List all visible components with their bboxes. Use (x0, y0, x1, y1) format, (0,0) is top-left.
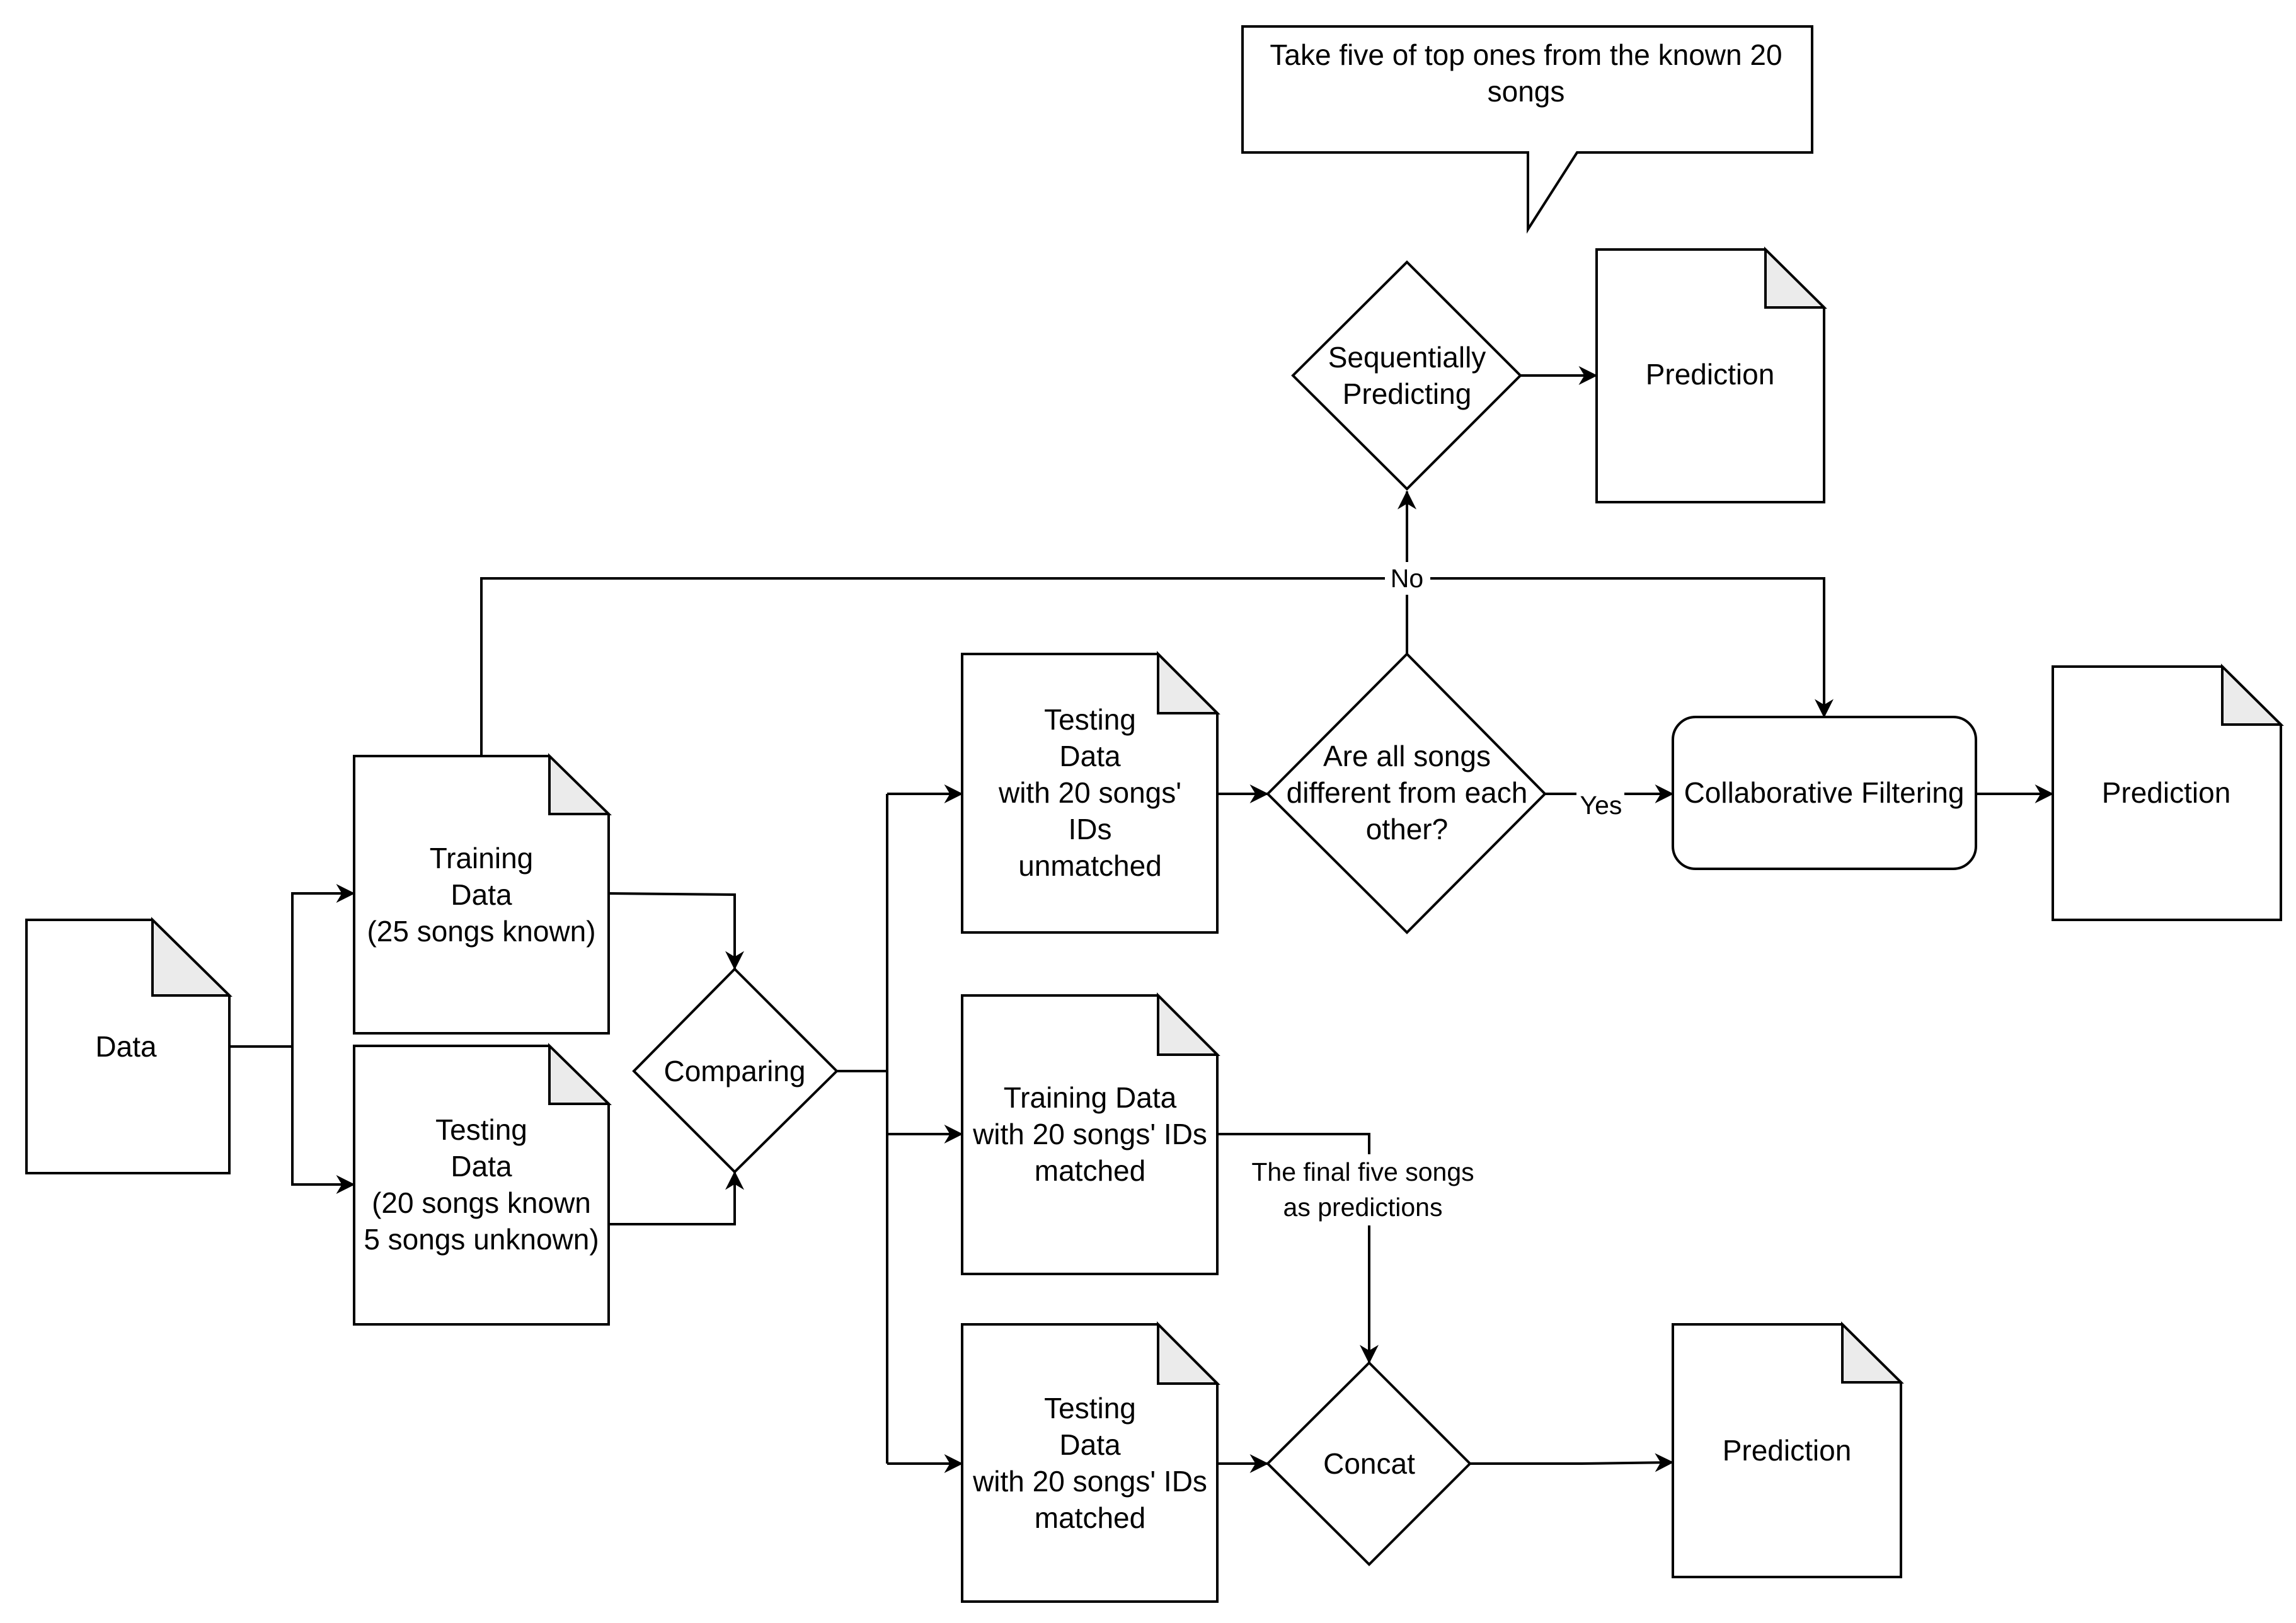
concat-label: Concat (1323, 1447, 1415, 1480)
text-line: with 20 songs' IDs (972, 1465, 1207, 1498)
text-line: Training Data (1004, 1081, 1177, 1114)
text-line: as predictions (1283, 1193, 1443, 1222)
text-line: different from each (1287, 776, 1528, 809)
prediction-bottom-document: Prediction (1672, 1321, 1904, 1578)
comparing-label: Comparing (664, 1055, 806, 1087)
text-line: with 20 songs' (998, 776, 1181, 809)
edge-training-up (480, 577, 1386, 756)
edge-training-matched-to-concat (1217, 1133, 1370, 1154)
text-line: Training (430, 842, 533, 875)
text-line: Prediction (2102, 776, 2231, 809)
concat-decision: Concat (1266, 1361, 1472, 1566)
text-line: Are all songs (1323, 740, 1491, 772)
text-line: Testing (1044, 1392, 1136, 1425)
all-different-decision: Are all songs different from each other? (1266, 652, 1547, 934)
text-line: Data (1059, 1428, 1121, 1461)
text-line: Collaborative Filtering (1684, 776, 1965, 809)
text-line: The final five songs (1251, 1157, 1474, 1186)
text-line: IDs (1069, 813, 1112, 846)
text-line: Prediction (1646, 358, 1775, 391)
text-line: Data (451, 878, 512, 911)
text-line: with 20 songs' IDs (972, 1118, 1207, 1150)
connectors (229, 366, 2054, 1473)
text-line: (20 songs known (372, 1186, 591, 1219)
text-line: Predicting (1343, 377, 1472, 410)
text-line: matched (1035, 1154, 1145, 1187)
text-line: Take five of top ones from the known 20 (1270, 38, 1782, 71)
edge-training-to-comparing (608, 892, 744, 970)
yes-label: Yes (1580, 791, 1622, 820)
edge-no-to-collaborative (1430, 577, 1834, 718)
edge-data-to-testing (291, 1047, 355, 1194)
text-line: Data (1059, 740, 1121, 772)
data-document: Data (25, 917, 232, 1174)
text-line: Data (95, 1030, 157, 1063)
edge-testing-to-comparing (609, 1171, 744, 1225)
text-line: Concat (1323, 1447, 1415, 1480)
text-line: unmatched (1018, 849, 1162, 882)
text-line: Testing (1044, 703, 1136, 736)
collaborative-filtering-process: Collaborative Filtering (1672, 716, 1977, 870)
callout-note: Take five of top ones from the known 20 s… (1241, 25, 1813, 234)
final-five-label: The final five songs as predictions (1251, 1157, 1474, 1222)
training-matched-label: Training Data with 20 songs' IDs matched (972, 1081, 1207, 1187)
text-line: songs (1488, 75, 1565, 108)
comparing-decision: Comparing (632, 967, 839, 1174)
callout-text: Take five of top ones from the known 20 s… (1270, 38, 1782, 108)
text-line: Sequentially (1328, 341, 1486, 374)
data-document-label: Data (95, 1030, 157, 1063)
edge-concat-to-prediction (1470, 1453, 1674, 1472)
text-line: other? (1366, 813, 1448, 846)
training-matched-document: Training Data with 20 songs' IDs matched (961, 992, 1220, 1275)
prediction-right-document: Prediction (2052, 663, 2284, 921)
edge-data-to-training (291, 884, 355, 1047)
prediction-right-label: Prediction (2102, 776, 2231, 809)
prediction-bottom-label: Prediction (1723, 1434, 1852, 1467)
all-different-label: Are all songs different from each other? (1287, 740, 1528, 846)
text-line: (25 songs known) (367, 915, 595, 948)
prediction-top-label: Prediction (1646, 358, 1775, 391)
text-line: Testing (435, 1113, 527, 1146)
prediction-top-document: Prediction (1595, 246, 1827, 503)
no-label: No (1391, 564, 1423, 593)
text-line: Prediction (1723, 1434, 1852, 1467)
text-line: 5 songs unknown) (364, 1223, 599, 1256)
text-line: matched (1035, 1501, 1145, 1534)
collaborative-filtering-label: Collaborative Filtering (1684, 776, 1965, 809)
text-line: Data (451, 1150, 512, 1183)
edge-labels: No Yes The final five songs as prediction… (1234, 562, 1624, 1225)
text-line: Comparing (664, 1055, 806, 1087)
